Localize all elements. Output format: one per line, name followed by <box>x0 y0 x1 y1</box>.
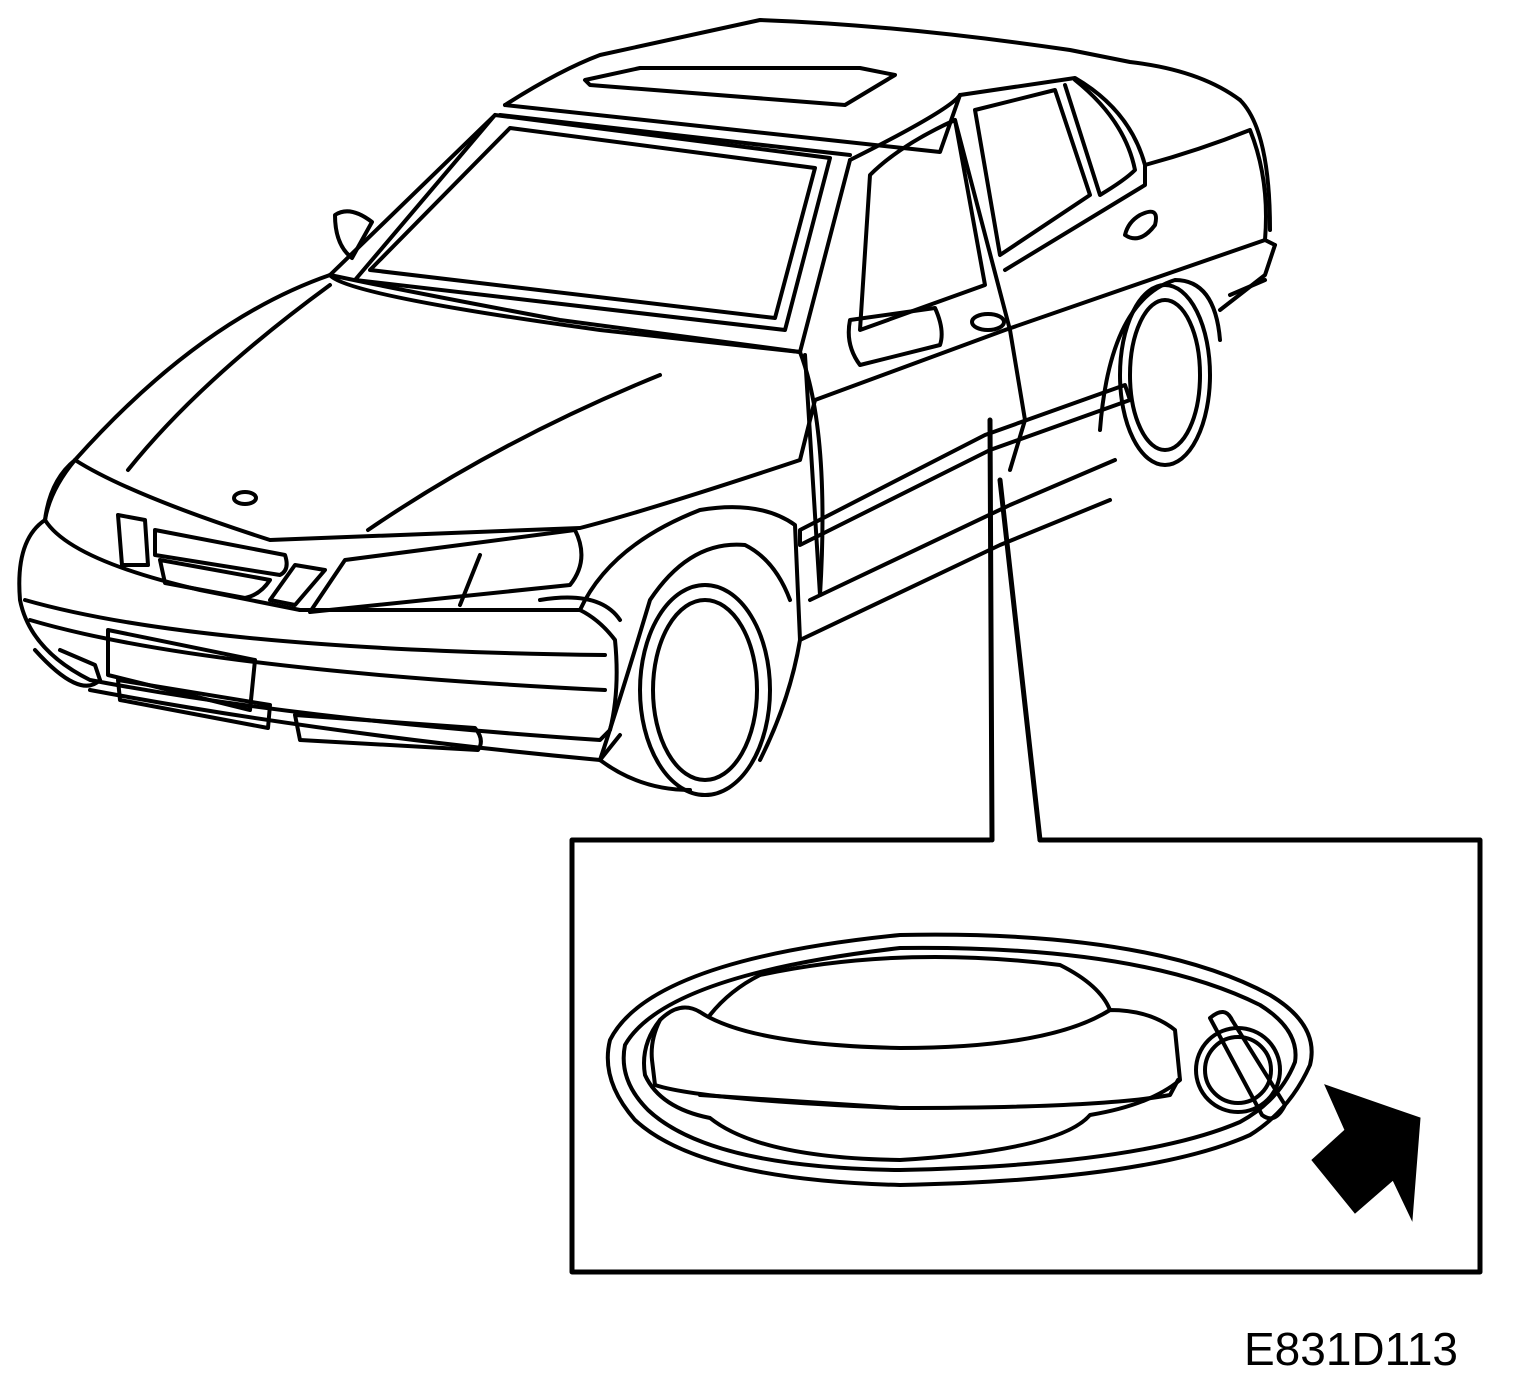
front-bumper <box>17 518 619 742</box>
sunroof <box>583 66 897 107</box>
license-plate <box>106 628 257 712</box>
headlight-right <box>308 528 584 614</box>
key-slot <box>1208 1010 1287 1121</box>
door-handle-on-car <box>970 312 1006 332</box>
car-sedan-icon <box>17 18 1277 797</box>
side-mirror <box>846 306 944 367</box>
arrow-up-left-icon <box>1311 1084 1421 1222</box>
front-wheel <box>638 583 772 797</box>
grille <box>153 528 289 577</box>
hood <box>73 273 332 462</box>
hood-emblem <box>232 490 258 506</box>
door-handle-lock-icon <box>605 932 1314 1187</box>
callout-leader <box>569 417 1483 1275</box>
windshield <box>353 113 832 332</box>
rear-door-window <box>973 88 1092 257</box>
front-door-window <box>858 118 987 332</box>
figure-reference-code: E831D113 <box>1244 1323 1458 1375</box>
